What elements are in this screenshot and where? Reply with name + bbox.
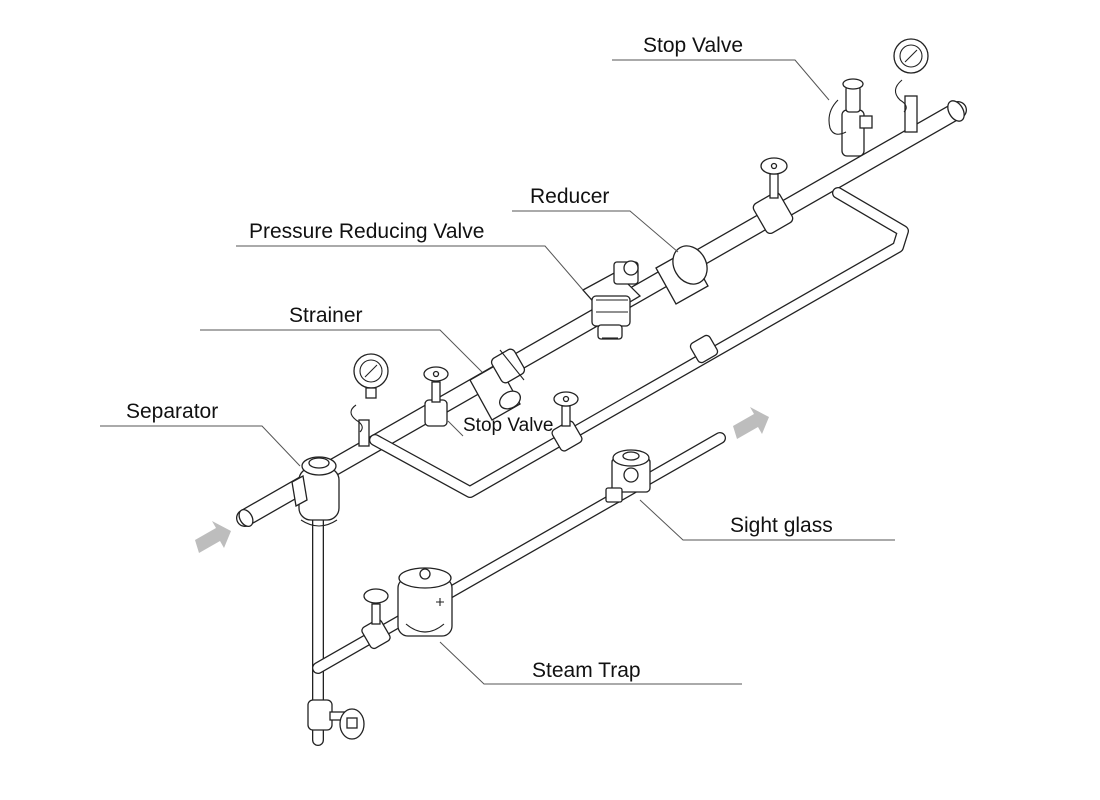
- label-steam-trap: Steam Trap: [439, 641, 742, 685]
- label-separator: Separator: [100, 400, 301, 467]
- stop-valve-trap-inlet: [361, 588, 391, 650]
- label-pressure-reducing-valve: Pressure Reducing Valve: [236, 220, 584, 291]
- svg-text:Sight glass: Sight glass: [730, 514, 833, 537]
- pressure-reducing-valve: [581, 260, 642, 340]
- stop-valve-top: [828, 78, 873, 157]
- handwheel-icon: [363, 588, 389, 604]
- reducer: [655, 245, 709, 305]
- svg-text:Steam Trap: Steam Trap: [532, 659, 641, 682]
- svg-text:Pressure Reducing Valve: Pressure Reducing Valve: [249, 220, 484, 243]
- stop-valve-main-upstream: [423, 366, 449, 427]
- arrow-right-up-icon: [195, 521, 231, 553]
- stop-valve-bypass: [551, 391, 583, 452]
- stop-valve-main-downstream: [752, 157, 794, 235]
- label-sight-glass: Sight glass: [639, 499, 895, 541]
- bypass-union: [689, 334, 719, 364]
- svg-text:Stop Valve: Stop Valve: [463, 415, 553, 436]
- separator: [291, 456, 340, 527]
- label-reducer: Reducer: [512, 185, 679, 253]
- label-stop-valve-bypass: Stop Valve: [447, 415, 553, 437]
- pressure-gauge-upstream: [350, 353, 389, 447]
- strainer: [469, 348, 526, 421]
- blowdown-valve: [307, 699, 365, 740]
- svg-text:Separator: Separator: [126, 400, 218, 423]
- label-stop-valve-top: Stop Valve: [612, 34, 830, 101]
- pressure-gauge-downstream: [893, 38, 929, 133]
- sight-glass: [605, 449, 651, 503]
- label-strainer: Strainer: [200, 304, 483, 373]
- svg-text:Strainer: Strainer: [289, 304, 363, 327]
- svg-text:Stop Valve: Stop Valve: [643, 34, 743, 57]
- bypass-pipe: [369, 187, 909, 498]
- steam-trap: [397, 567, 453, 637]
- outlet-pipe-end: [947, 100, 965, 122]
- inlet-pipe-end: [238, 508, 254, 528]
- arrow-right-up-icon: [733, 407, 769, 439]
- svg-text:Reducer: Reducer: [530, 185, 609, 208]
